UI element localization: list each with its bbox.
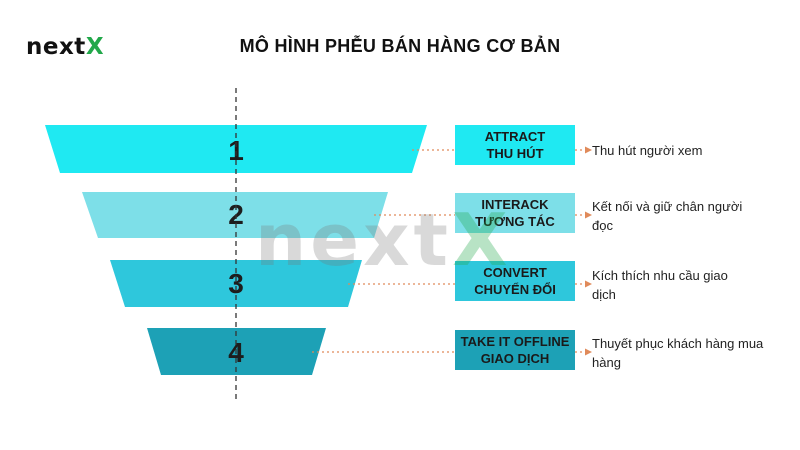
- stage-title-vi-1: THU HÚT: [486, 146, 544, 161]
- stage-title-vi-4: GIAO DỊCH: [480, 351, 550, 366]
- arrow-head-2: [585, 211, 592, 219]
- connector-1: [412, 146, 592, 154]
- funnel-layer-2: 2: [82, 192, 388, 238]
- stage-description-1: Thu hút người xem: [592, 143, 703, 158]
- arrow-head-3: [585, 280, 592, 288]
- funnel-trapezoid-1: [45, 125, 427, 173]
- stage-label-box-2: INTERACK TƯƠNG TÁC: [455, 193, 575, 233]
- arrow-head-1: [585, 146, 592, 154]
- watermark-prefix: next: [255, 198, 452, 282]
- brand-logo-suffix: X: [85, 34, 105, 60]
- funnel-layer-3: 3: [110, 260, 362, 307]
- stage-label-box-4: TAKE IT OFFLINE GIAO DỊCH: [455, 330, 575, 370]
- connector-4: [312, 348, 592, 356]
- brand-logo: nextX: [26, 34, 104, 60]
- funnel-trapezoid-3: [110, 260, 362, 307]
- brand-watermark: nextX: [255, 198, 511, 282]
- brand-logo-prefix: next: [26, 34, 86, 60]
- arrow-head-4: [585, 348, 592, 356]
- stage-title-en-3: CONVERT: [483, 265, 547, 280]
- stage-title-en-2: INTERACK: [481, 197, 549, 212]
- funnel-stage-number-1: 1: [228, 135, 244, 166]
- stage-description-4: Thuyết phục khách hàng mua hàng: [592, 336, 764, 370]
- stage-title-vi-2: TƯƠNG TÁC: [475, 214, 555, 229]
- watermark-suffix: X: [451, 198, 512, 282]
- page-title: MÔ HÌNH PHỄU BÁN HÀNG CƠ BẢN: [239, 36, 561, 56]
- connector-2: [374, 211, 592, 219]
- stage-label-box-3: CONVERT CHUYỂN ĐỔI: [455, 261, 575, 301]
- stage-title-en-4: TAKE IT OFFLINE: [460, 334, 570, 349]
- stage-description-3: Kích thích nhu cầu giao dịch: [592, 268, 728, 302]
- funnel-layer-1: 1: [45, 125, 427, 173]
- stage-description-2: Kết nối và giữ chân người đọc: [592, 199, 743, 233]
- funnel-trapezoid-2: [82, 192, 388, 238]
- stage-title-en-1: ATTRACT: [484, 129, 546, 144]
- stage-label-box-1: ATTRACT THU HÚT: [455, 125, 575, 165]
- stage-title-vi-3: CHUYỂN ĐỔI: [474, 282, 556, 297]
- funnel-stage-number-3: 3: [228, 268, 244, 299]
- connector-3: [348, 280, 592, 288]
